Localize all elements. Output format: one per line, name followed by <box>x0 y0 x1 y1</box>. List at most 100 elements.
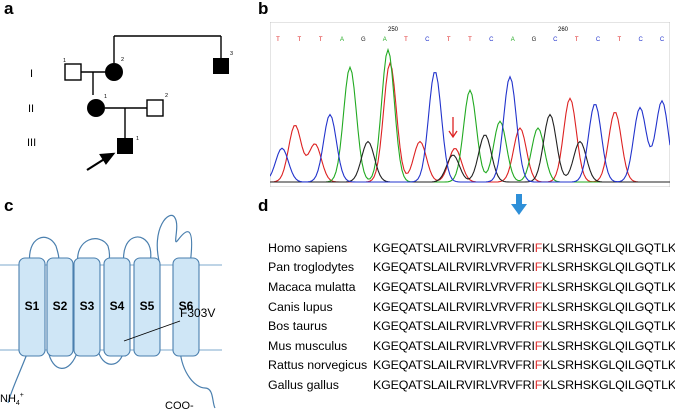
base-call: C <box>639 37 644 43</box>
segment-label: S4 <box>110 299 125 313</box>
base-call: T <box>575 37 579 43</box>
alignment-row: Bos taurus KGEQATSLAILRVIRLVRVFRIFKLSRHSK… <box>268 316 675 336</box>
c-terminus-label: COO- <box>165 400 194 412</box>
sequence: KGEQATSLAILRVIRLVRVFRIFKLSRHSKGLQILGQTLK… <box>373 319 675 334</box>
sequence: KGEQATSLAILRVIRLVRVFRIFKLSRHSKGLQILGQTLK… <box>373 338 675 353</box>
proband-arrow <box>86 152 116 171</box>
pedigree-chart: I II III 1 2 3 1 2 1 <box>27 35 233 171</box>
individual-number: 1 <box>136 136 139 142</box>
base-call: T <box>468 37 472 43</box>
species-name: Homo sapiens <box>268 240 348 255</box>
base-call: A <box>511 37 515 43</box>
base-call: T <box>319 37 323 43</box>
segment-S1 <box>18 257 46 357</box>
species-name: Mus musculus <box>268 338 348 353</box>
segment-S2 <box>46 257 74 357</box>
base-call: C <box>660 37 665 43</box>
species-name: Canis lupus <box>268 299 333 314</box>
base-call: C <box>489 37 494 43</box>
mutated-residue: F <box>534 260 543 275</box>
mutated-residue: F <box>534 279 543 294</box>
sequence: KGEQATSLAILRVIRLVRVFRIFKLSRHSKGLQILGQTLK… <box>373 240 675 255</box>
chromatogram: 250 260 T T T A G A T C T T C A G C T C T C C <box>270 22 670 187</box>
generation-label-II: II <box>28 103 34 115</box>
trace-G <box>270 113 670 183</box>
base-call: T <box>297 37 301 43</box>
generation-label-III: III <box>27 137 36 149</box>
species-name: Pan troglodytes <box>268 260 355 275</box>
sequence: KGEQATSLAILRVIRLVRVFRIFKLSRHSKGLQILGQTLK… <box>373 279 675 294</box>
chromatogram-traces <box>270 47 670 183</box>
panel-letter-b: b <box>258 0 269 18</box>
transmembrane-segments: S1 S2 S3 S4 S5 S6 <box>18 257 200 357</box>
individual-II-1 <box>87 99 105 117</box>
channel-topology: S1 S2 S3 S4 S5 S6 F303V NH4+ COO- <box>0 215 222 412</box>
base-call: G <box>361 37 366 43</box>
mutated-residue: F <box>534 377 543 392</box>
segment-label: S5 <box>140 299 155 313</box>
sequence: KGEQATSLAILRVIRLVRVFRIFKLSRHSKGLQILGQTLK… <box>373 260 675 275</box>
base-call: T <box>447 37 451 43</box>
mutated-residue: F <box>534 338 543 353</box>
individual-I-1 <box>64 63 82 81</box>
position-label-250: 250 <box>388 27 399 33</box>
segment-label: S2 <box>53 299 68 313</box>
alignment-row: Canis lupus KGEQATSLAILRVIRLVRVFRIFKLSRHS… <box>268 297 675 317</box>
mutated-residue: F <box>534 240 543 255</box>
mutated-residue: F <box>534 358 543 373</box>
species-name: Rattus norvegicus <box>268 358 368 373</box>
species-name: Bos taurus <box>268 319 328 334</box>
position-label-260: 260 <box>558 27 569 33</box>
individual-I-2 <box>105 63 123 81</box>
sequence: KGEQATSLAILRVIRLVRVFRIFKLSRHSKGLQILGQTLK… <box>373 377 675 392</box>
base-call: A <box>383 37 387 43</box>
base-call: T <box>617 37 621 43</box>
individual-number: 2 <box>165 93 168 99</box>
sequence: KGEQATSLAILRVIRLVRVFRIFKLSRHSKGLQILGQTLK… <box>373 358 675 373</box>
base-call: A <box>340 37 344 43</box>
alignment-row: Macaca mulatta KGEQATSLAILRVIRLVRVFRIFKLS… <box>268 277 675 297</box>
panel-letter-d: d <box>258 196 269 215</box>
segment-S5 <box>133 257 161 357</box>
species-name: Gallus gallus <box>268 377 339 392</box>
mutation-arrow <box>448 117 458 139</box>
alignment-row: Pan troglodytes KGEQATSLAILRVIRLVRVFRIFKL… <box>268 258 675 278</box>
individual-III-1 <box>117 138 133 154</box>
segment-S3 <box>73 257 101 357</box>
alignment-row: Homo sapiens KGEQATSLAILRVIRLVRVFRIFKLSRH… <box>268 238 675 258</box>
mutation-label: F303V <box>180 306 215 320</box>
base-call: C <box>425 37 430 43</box>
conservation-arrow <box>511 194 527 215</box>
n-terminus-label: NH4+ <box>0 392 24 407</box>
individual-I-3 <box>213 58 229 74</box>
segment-S6 <box>172 257 200 357</box>
sequence: KGEQATSLAILRVIRLVRVFRIFKLSRHSKGLQILGQTLK… <box>373 299 675 314</box>
individual-number: 1 <box>63 58 66 64</box>
segment-label: S6 <box>179 299 194 313</box>
species-name: Macaca mulatta <box>268 279 356 294</box>
segment-label: S1 <box>25 299 40 313</box>
base-call: G <box>532 37 537 43</box>
alignment-row: Mus musculus KGEQATSLAILRVIRLVRVFRIFKLSRH… <box>268 336 675 356</box>
trace-C <box>270 72 670 183</box>
alignment-row: Gallus gallus KGEQATSLAILRVIRLVRVFRIFKLSR… <box>268 375 675 395</box>
individual-number: 1 <box>104 94 107 100</box>
panel-letter-c: c <box>4 196 14 215</box>
mutated-residue: F <box>534 299 543 314</box>
individual-number: 3 <box>230 51 233 57</box>
generation-label-I: I <box>30 68 33 80</box>
base-call: C <box>596 37 601 43</box>
base-call: T <box>404 37 408 43</box>
alignment-row: Rattus norvegicus KGEQATSLAILRVIRLVRVFRIF… <box>268 356 675 376</box>
segment-label: S3 <box>80 299 95 313</box>
individual-II-2 <box>146 99 164 117</box>
panel-letter-a: a <box>4 0 14 18</box>
segment-S4 <box>103 257 131 357</box>
mutation-pointer <box>123 320 181 342</box>
individual-number: 2 <box>121 57 124 63</box>
base-call: C <box>553 37 558 43</box>
base-call: T <box>276 37 280 43</box>
